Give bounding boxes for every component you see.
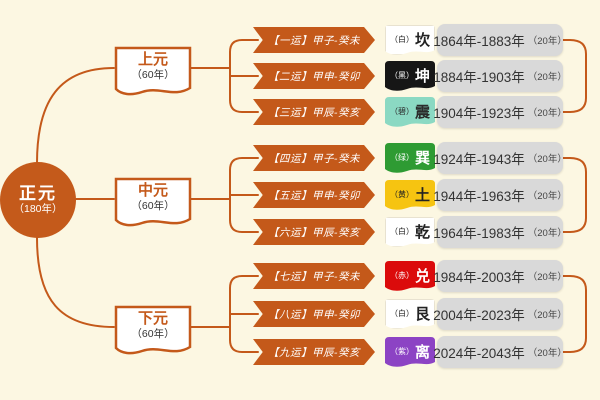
duration: （20年） bbox=[527, 36, 567, 47]
root-subtitle: （180年） bbox=[13, 203, 63, 216]
period-row: 【二运】甲申-癸卯 （黑）坤 1884年-1903年（20年） bbox=[0, 60, 600, 92]
branch-node-middle: 中元 （60年） bbox=[114, 177, 192, 233]
year-range-box: 2004年-2023年（20年） bbox=[433, 298, 567, 330]
trigram-char: 坤 bbox=[414, 67, 430, 85]
badge-color-label: （绿） bbox=[389, 153, 414, 162]
trigram-badge: （赤）兑 bbox=[385, 261, 435, 291]
flag-shape bbox=[114, 177, 192, 227]
trigram-badge: （白）坎 bbox=[385, 25, 435, 55]
year-range: 2024年-2043年 bbox=[433, 346, 525, 361]
trigram-badge: （绿）巽 bbox=[385, 143, 435, 173]
root-title: 正元 bbox=[19, 183, 57, 203]
period-row: 【九运】甲辰-癸亥 （紫）离 2024年-2043年（20年） bbox=[0, 336, 600, 368]
period-row: 【五运】甲申-癸卯 （黄）土 1944年-1963年（20年） bbox=[0, 179, 600, 211]
period-row: 【四运】甲子-癸未 （绿）巽 1924年-1943年（20年） bbox=[0, 142, 600, 174]
trigram-badge: （白）乾 bbox=[385, 217, 435, 247]
period-banner: 【一运】甲子-癸未 bbox=[253, 27, 375, 53]
badge-color-label: （白） bbox=[389, 227, 414, 236]
trigram-char: 兑 bbox=[414, 267, 430, 285]
year-range: 1924年-1943年 bbox=[433, 152, 525, 167]
badge-color-label: （白） bbox=[389, 35, 414, 44]
trigram-char: 艮 bbox=[414, 305, 430, 323]
period-banner: 【六运】甲辰-癸亥 bbox=[253, 219, 375, 245]
trigram-char: 离 bbox=[414, 343, 430, 361]
year-range-box: 2024年-2043年（20年） bbox=[433, 336, 567, 368]
year-range: 1944年-1963年 bbox=[433, 189, 525, 204]
flag-shape bbox=[114, 46, 192, 96]
period-row: 【八运】甲申-癸卯 （白）艮 2004年-2023年（20年） bbox=[0, 298, 600, 330]
period-banner: 【二运】甲申-癸卯 bbox=[253, 63, 375, 89]
duration: （20年） bbox=[527, 228, 567, 239]
year-range: 1864年-1883年 bbox=[433, 34, 525, 49]
branch-node-upper: 上元 （60年） bbox=[114, 46, 192, 102]
branch-subtitle: （60年） bbox=[131, 69, 175, 81]
year-range-box: 1924年-1943年（20年） bbox=[433, 142, 567, 174]
year-range-box: 1964年-1983年（20年） bbox=[433, 216, 567, 248]
trigram-badge: （紫）离 bbox=[385, 337, 435, 367]
flag-shape bbox=[114, 305, 192, 355]
trigram-badge: （黄）土 bbox=[385, 180, 435, 210]
year-range-box: 1944年-1963年（20年） bbox=[433, 179, 567, 211]
branch-title: 下元 bbox=[137, 310, 168, 327]
year-range: 1884年-1903年 bbox=[433, 70, 525, 85]
badge-color-label: （黑） bbox=[389, 71, 414, 80]
period-banner: 【七运】甲子-癸未 bbox=[253, 263, 375, 289]
year-range: 2004年-2023年 bbox=[433, 308, 525, 323]
year-range: 1904年-1923年 bbox=[433, 106, 525, 121]
period-banner: 【四运】甲子-癸未 bbox=[253, 145, 375, 171]
duration: （20年） bbox=[527, 72, 567, 83]
year-range: 1984年-2003年 bbox=[433, 270, 525, 285]
root-node: 正元 （180年） bbox=[0, 162, 76, 238]
trigram-char: 坎 bbox=[414, 31, 430, 49]
duration: （20年） bbox=[527, 154, 567, 165]
year-range-box: 1884年-1903年（20年） bbox=[433, 60, 567, 92]
trigram-badge: （碧）震 bbox=[385, 97, 435, 127]
badge-color-label: （黄） bbox=[389, 190, 414, 199]
badge-color-label: （紫） bbox=[389, 347, 414, 356]
period-row: 【三运】甲辰-癸亥 （碧）震 1904年-1923年（20年） bbox=[0, 96, 600, 128]
badge-color-label: （赤） bbox=[389, 271, 414, 280]
badge-color-label: （白） bbox=[389, 309, 414, 318]
year-range-box: 1904年-1923年（20年） bbox=[433, 96, 567, 128]
trigram-char: 土 bbox=[414, 186, 430, 204]
trigram-char: 巽 bbox=[414, 149, 430, 167]
duration: （20年） bbox=[527, 191, 567, 202]
period-banner: 【五运】甲申-癸卯 bbox=[253, 182, 375, 208]
trigram-char: 震 bbox=[414, 103, 430, 121]
duration: （20年） bbox=[527, 108, 567, 119]
period-row: 【六运】甲辰-癸亥 （白）乾 1964年-1983年（20年） bbox=[0, 216, 600, 248]
period-banner: 【三运】甲辰-癸亥 bbox=[253, 99, 375, 125]
duration: （20年） bbox=[527, 272, 567, 283]
duration: （20年） bbox=[527, 348, 567, 359]
period-banner: 【九运】甲辰-癸亥 bbox=[253, 339, 375, 365]
trigram-badge: （黑）坤 bbox=[385, 61, 435, 91]
duration: （20年） bbox=[527, 310, 567, 321]
branch-subtitle: （60年） bbox=[131, 328, 175, 340]
year-range-box: 1864年-1883年（20年） bbox=[433, 24, 567, 56]
trigram-badge: （白）艮 bbox=[385, 299, 435, 329]
year-range-box: 1984年-2003年（20年） bbox=[433, 260, 567, 292]
badge-color-label: （碧） bbox=[389, 107, 414, 116]
branch-node-lower: 下元 （60年） bbox=[114, 305, 192, 361]
branch-subtitle: （60年） bbox=[131, 200, 175, 212]
period-banner: 【八运】甲申-癸卯 bbox=[253, 301, 375, 327]
period-row: 【一运】甲子-癸未 （白）坎 1864年-1883年（20年） bbox=[0, 24, 600, 56]
year-range: 1964年-1983年 bbox=[433, 226, 525, 241]
branch-title: 中元 bbox=[137, 182, 168, 199]
period-row: 【七运】甲子-癸未 （赤）兑 1984年-2003年（20年） bbox=[0, 260, 600, 292]
branch-title: 上元 bbox=[137, 51, 168, 68]
trigram-char: 乾 bbox=[414, 223, 430, 241]
